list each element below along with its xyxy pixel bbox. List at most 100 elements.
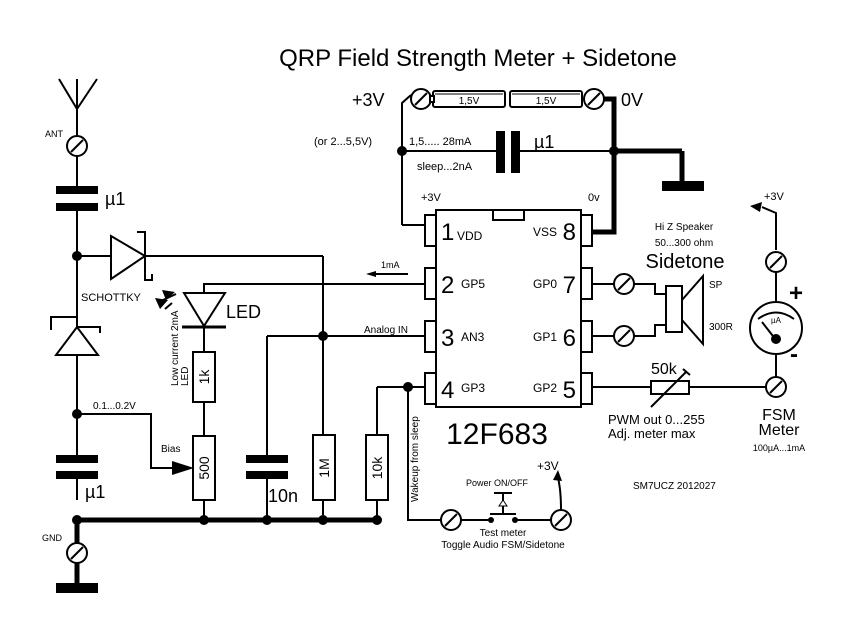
pin-4-number: 4 [441,377,454,404]
switch-line-2: Toggle Audio FSM/Sidetone [441,540,565,551]
power-pushbutton[interactable] [490,492,516,515]
cap-decoupling-plate-b [511,131,520,173]
ant-terminal[interactable] [66,135,88,157]
ic-pin-6 [580,320,593,353]
pin-2-number: 2 [441,272,454,299]
meter-terminal-bottom[interactable] [765,376,787,398]
power-switch-label: Power ON/OFF [466,478,529,488]
pin-8-name: VSS [533,225,557,239]
meter-range-label: 100µA...1mA [753,443,805,453]
switch-terminal-right[interactable] [550,509,572,531]
pin-6-number: 6 [563,325,576,352]
cap-ground-plate-a [56,455,98,463]
sidetone-title: Sidetone [646,251,725,273]
clamp-diode [50,316,101,356]
cap-10n-value: 10n [268,486,298,506]
pin-7-name: GP0 [533,277,557,291]
meter-title-2: Meter [759,422,801,439]
meter-supply-label: +3V [764,191,785,203]
bias-voltage-label: 0.1...0.2V [93,401,136,412]
battery-terminal-minus[interactable] [583,88,605,110]
schottky-diode [110,231,153,281]
pin-5-name: GP2 [533,381,557,395]
switch-terminal-left[interactable] [440,509,462,531]
cap-input-plate-b [56,203,98,211]
ic-pin-7 [580,267,593,300]
pin-5-number: 5 [563,377,576,404]
pin-4-name: GP3 [461,381,485,395]
battery-cell-2-voltage: 1,5V [536,96,557,107]
switch-supply-label: +3V [537,459,559,473]
ic-notch [492,209,525,221]
ic-pin-5 [580,372,593,405]
cap-input-value: µ1 [105,189,125,209]
led-diode [182,292,227,329]
resistor-1k-value: 1k [196,369,212,385]
pin-2-name: GP5 [461,277,485,291]
schematic-title: QRP Field Strength Meter + Sidetone [279,45,677,72]
meter-terminal-top[interactable] [765,251,787,273]
cap-10n-plate-b [246,471,288,479]
current-sleep-label: sleep...2nA [417,161,473,173]
credit-label: SM7UCZ 2012027 [633,481,716,492]
resistor-1k [192,351,216,403]
led-note-2: LED [180,367,191,386]
meter-title-1: FSM [762,407,796,424]
battery-terminal-plus[interactable] [410,88,432,110]
pin-1-name: VDD [457,229,483,243]
led-note: Low current 2mA [170,310,181,386]
cap-decoupling-value: µ1 [534,132,554,152]
ant-label: ANT [45,129,64,139]
speaker-impedance-label: 300R [709,322,733,333]
microammeter-icon [749,301,803,355]
light-arrows-icon [155,290,177,310]
led-label: LED [226,302,261,322]
meter-unit-label: µA [771,316,782,325]
ic-pin-3 [424,320,437,353]
resistor-500-value: 500 [196,456,212,480]
speaker-icon [665,273,704,347]
speaker-terminal-bottom[interactable] [613,325,635,347]
ic-pin-4 [424,372,437,405]
ground-symbol [662,181,704,191]
resistor-1m [312,434,336,501]
plus-3v-label: +3V [352,90,385,110]
ground-symbol [56,583,98,593]
voltage-range-note: (or 2...5,5V) [314,136,372,148]
ic-body [435,209,582,408]
analog-in-label: Analog IN [364,325,408,336]
schottky-label: SCHOTTKY [81,292,142,304]
battery-cell-1 [429,90,506,108]
cap-10n-plate-a [246,455,288,463]
switch-line-1: Test meter [480,528,527,539]
battery-cell-1-voltage: 1,5V [459,96,480,107]
cap-input-plate-a [56,186,98,194]
resistor-1m-value: 1M [316,458,332,477]
cap-ground-plate-b [56,471,98,479]
pin-6-name: GP1 [533,330,557,344]
speaker-sp-label: SP [709,280,723,291]
resistor-10k-value: 10k [369,456,385,480]
pwm-line-2: Adj. meter max [608,426,696,441]
gnd-terminal[interactable] [66,542,88,564]
pin-7-number: 7 [563,272,576,299]
potentiometer-value: 50k [651,361,678,378]
current-arrow-icon [366,271,376,277]
cap-ground-value: µ1 [85,482,105,502]
bias-label: Bias [161,444,180,455]
meter-plus-label: + [789,280,803,307]
ic-pin-8 [580,214,593,247]
ic-vss-label: 0v [588,192,600,204]
pin-8-number: 8 [563,219,576,246]
ic-pin-2 [424,267,437,300]
zero-v-label: 0V [621,90,643,110]
pin-3-name: AN3 [461,330,485,344]
wakeup-label: Wakeup from sleep [410,416,421,502]
meter-supply-arrow-icon [750,202,762,212]
speaker-note-2: 50...300 ohm [655,238,713,249]
ic-pin-1 [424,214,437,247]
speaker-terminal-top[interactable] [613,273,635,295]
battery-cell-2 [509,90,583,108]
resistor-500 [192,435,216,501]
